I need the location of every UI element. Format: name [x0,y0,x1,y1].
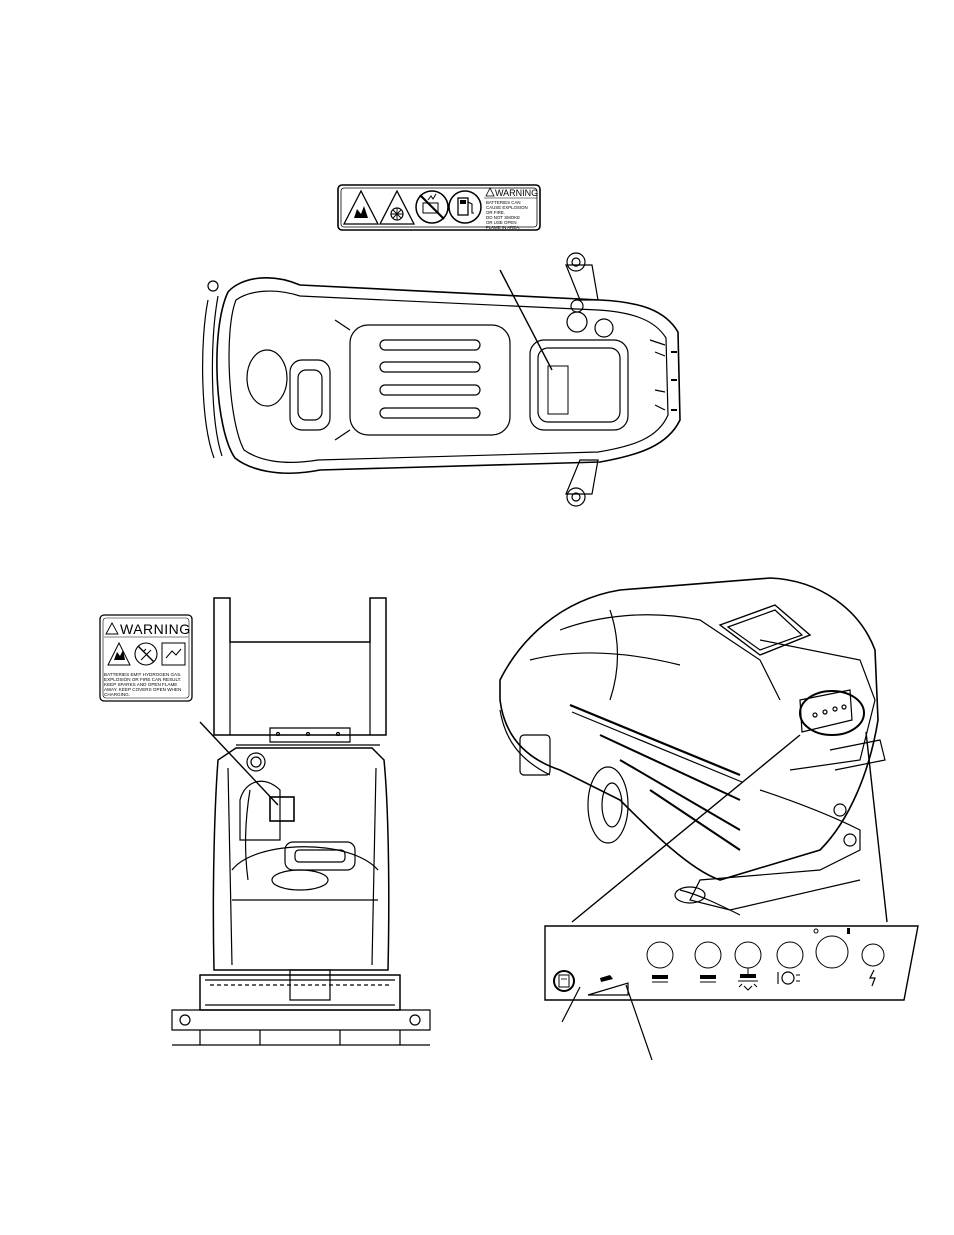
leader-line [571,734,801,923]
leader-line [561,986,581,1023]
battery-charge-icon [161,642,186,666]
left-decal-line: EXPLOSION OR FIRE CAN RESULT. [104,677,181,682]
top-warning-decal: WARNING BATTERIES CAN CAUSE EXPLOSION OR… [337,184,541,231]
left-decal-heading: WARNING [120,621,191,637]
machine-isometric-view [499,577,886,916]
no-fuel-icon [448,190,482,224]
top-decal-heading: WARNING [495,188,538,198]
left-decal-line: KEEP SPARKS AND OPEN FLAME [104,682,177,687]
left-decal-line: AWAY. KEEP COVERS OPEN WHEN [104,687,181,692]
leader-line [625,984,653,1061]
explosion-icon [107,641,131,666]
top-decal-line: CAUSE EXPLOSION [486,205,528,210]
left-warning-decal: WARNING BATTERIES EMIT HYDROGEN GAS. EXP… [99,614,193,702]
leader-line [199,721,279,806]
top-decal-line: DO NOT SMOKE [486,215,520,220]
no-sparks-icon [415,190,449,224]
explosion-icon [342,189,380,225]
horn-icon [869,969,876,987]
scrub-icon [652,975,668,983]
button-row [646,928,885,969]
brush-pressure-icon [738,968,758,991]
control-panel-decal [544,925,919,1001]
top-decal-line: FLAME IN AREA. [486,225,520,230]
vacuum-icon [777,971,800,985]
top-decal-line: BATTERIES CAN [486,200,521,205]
top-decal-line: OR FIRE. [486,210,505,215]
operator-manual-icon [553,970,575,992]
leader-line [499,269,553,371]
explosion-icon [378,189,416,225]
left-decal-text: BATTERIES EMIT HYDROGEN GAS. EXPLOSION O… [104,672,181,697]
left-decal-line: BATTERIES EMIT HYDROGEN GAS. [104,672,181,677]
leader-line [865,731,888,923]
scrub-icon [700,975,716,983]
machine-rear-view [171,597,431,1046]
no-flame-icon [134,642,158,666]
machine-top-view [202,252,681,507]
top-decal-text: WARNING BATTERIES CAN CAUSE EXPLOSION OR… [484,187,538,230]
top-decal-line: OR USE OPEN [486,220,517,225]
left-decal-line: CHARGING. [104,692,130,697]
